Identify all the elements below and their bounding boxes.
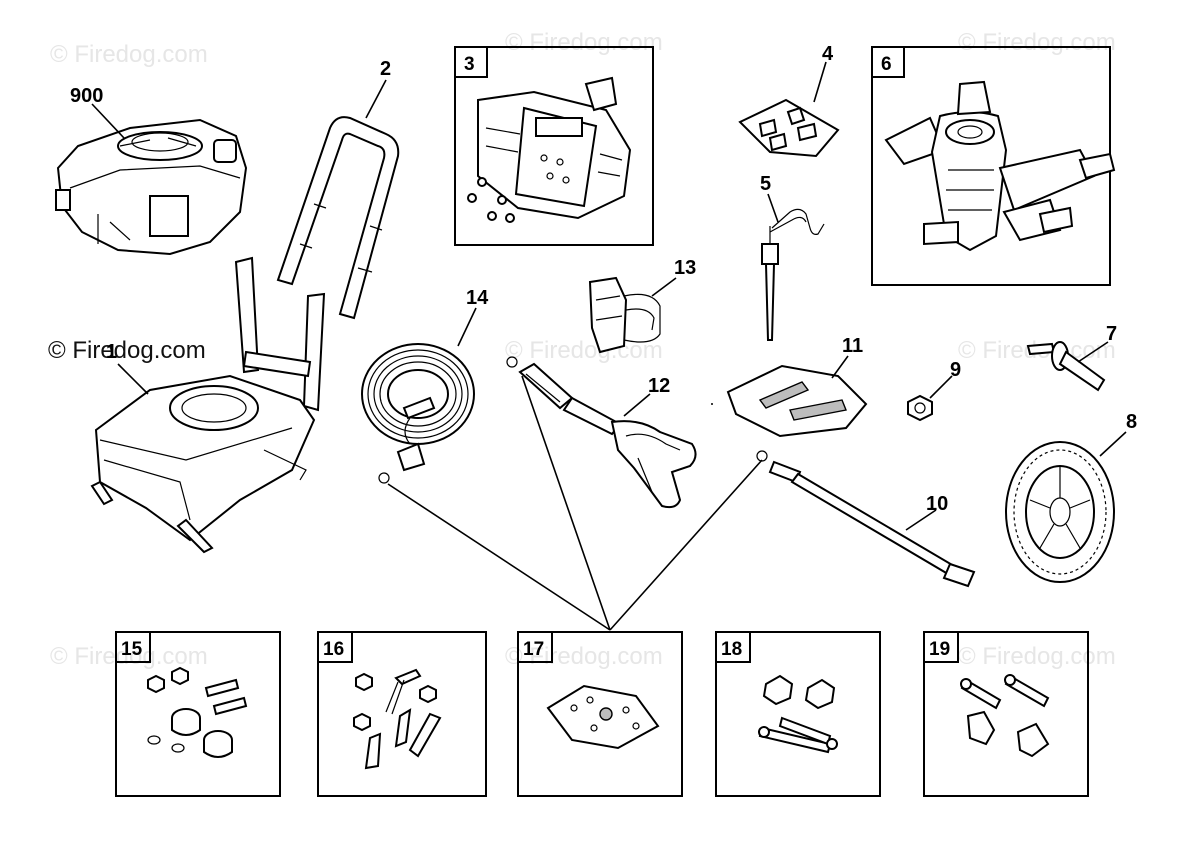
callout-15[interactable]: 15: [121, 639, 143, 660]
kit-box-19-label: [923, 631, 959, 663]
leader-13: [651, 277, 677, 297]
nut-icon[interactable]: [907, 394, 933, 422]
callout-8[interactable]: 8: [1126, 411, 1137, 433]
watermark: © Firedog.com: [505, 337, 663, 364]
kit-box-15: [115, 631, 281, 797]
engine-icon[interactable]: [55, 118, 248, 256]
leader-8: [1099, 431, 1127, 457]
kit-box-17: [517, 631, 683, 797]
hardware-kit-icon[interactable]: [960, 674, 1050, 758]
leader-2: [365, 79, 387, 119]
hardware-kit-icon[interactable]: [147, 666, 248, 758]
callout-11[interactable]: 11: [842, 335, 863, 357]
leader-12: [623, 393, 651, 417]
kit-box-15-label: [115, 631, 151, 663]
seal-kit-icon[interactable]: [546, 684, 660, 750]
gun-holder-icon[interactable]: [588, 276, 661, 354]
leader-10: [905, 509, 937, 531]
leader-900: [91, 103, 125, 139]
callout-9[interactable]: 9: [950, 359, 961, 381]
watermark: © Firedog.com: [958, 29, 1116, 56]
wheel-icon[interactable]: [1005, 441, 1115, 583]
detergent-tube-icon[interactable]: [761, 208, 825, 341]
leader-1: [117, 363, 149, 395]
kit-box-16: [317, 631, 487, 797]
kit-box-3: [454, 46, 654, 246]
callout-13[interactable]: 13: [674, 257, 696, 279]
callout-18[interactable]: 18: [721, 639, 742, 660]
callout-4[interactable]: 4: [822, 43, 834, 65]
watermark: © Firedog.com: [958, 643, 1116, 670]
callout-3[interactable]: 3: [464, 54, 475, 75]
frame-icon[interactable]: [90, 256, 326, 554]
stray-dot: [711, 403, 713, 405]
callout-17[interactable]: 17: [523, 639, 544, 660]
kit-box-18-label: [715, 631, 751, 663]
leader-17-group: [387, 375, 763, 631]
callout-6[interactable]: 6: [881, 54, 892, 75]
watermark: © Firedog.com: [50, 643, 208, 670]
lance-icon[interactable]: [756, 450, 976, 588]
watermark: © Firedog.com: [50, 41, 208, 68]
handle-icon[interactable]: [276, 116, 400, 320]
leader-4: [813, 61, 827, 103]
leader-5: [767, 193, 779, 223]
callout-16[interactable]: 16: [323, 639, 344, 660]
callout-5[interactable]: 5: [760, 173, 771, 195]
pump-icon[interactable]: [884, 80, 1116, 252]
axle-icon[interactable]: [1026, 341, 1106, 392]
spray-gun-icon[interactable]: [506, 356, 697, 509]
watermark-dark: © Firedog.com: [48, 337, 206, 364]
kit-box-19: [923, 631, 1089, 797]
watermark: © Firedog.com: [505, 643, 663, 670]
hardware-kit-icon[interactable]: [353, 668, 442, 770]
leader-7: [1077, 341, 1109, 363]
kit-box-6-label: [871, 46, 905, 78]
callout-14[interactable]: 14: [466, 287, 489, 309]
kit-box-16-label: [317, 631, 353, 663]
watermark: © Firedog.com: [505, 29, 663, 56]
leader-9: [929, 375, 953, 399]
hardware-kit-icon[interactable]: [758, 674, 838, 754]
callout-10[interactable]: 10: [926, 493, 948, 515]
leader-14: [457, 307, 477, 347]
callout-900[interactable]: 900: [70, 85, 103, 107]
callout-2[interactable]: 2: [380, 58, 391, 80]
callout-1[interactable]: 1: [106, 341, 117, 363]
control-panel-icon[interactable]: [467, 76, 632, 223]
kit-box-3-label: [454, 46, 488, 78]
callout-19[interactable]: 19: [929, 639, 950, 660]
kit-box-17-label: [517, 631, 553, 663]
leader-11: [831, 355, 849, 379]
nozzle-kit-icon[interactable]: [738, 98, 840, 158]
callout-7[interactable]: 7: [1106, 323, 1117, 345]
seal-kit-icon[interactable]: [726, 364, 868, 438]
kit-box-18: [715, 631, 881, 797]
hose-icon[interactable]: [361, 343, 475, 484]
callout-12[interactable]: 12: [648, 375, 670, 397]
